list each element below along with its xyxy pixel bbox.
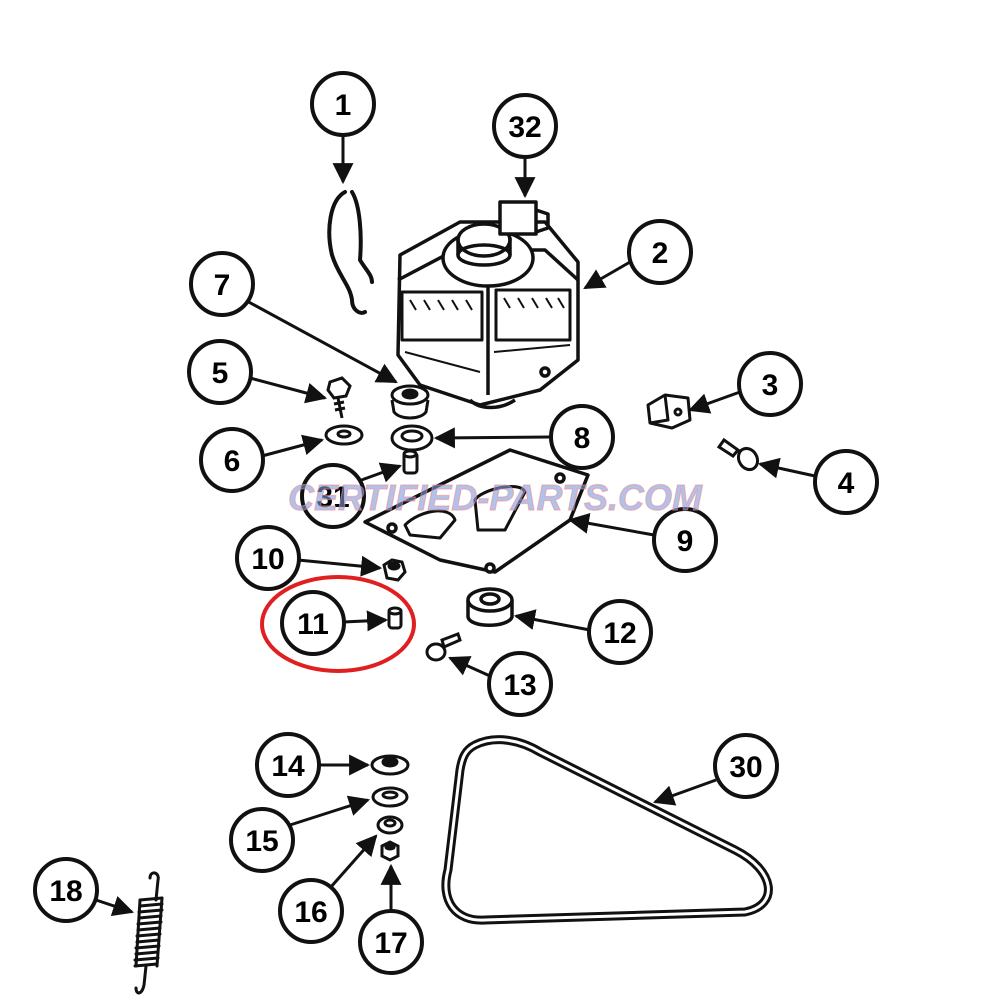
- callout-31: 31: [300, 462, 402, 529]
- callout-31-label: 31: [316, 481, 349, 514]
- part-grommet-7: [390, 384, 430, 420]
- callout-4-label: 4: [838, 467, 855, 500]
- callout-2-label: 2: [652, 237, 669, 270]
- highlight-ring: [260, 575, 416, 673]
- callout-12-label: 12: [603, 617, 636, 650]
- callout-11: 11: [280, 590, 389, 656]
- callout-group: 1 32 2 7 5 3 6: [33, 71, 879, 975]
- part-pin-11: [387, 606, 403, 630]
- callout-6: 6: [199, 427, 325, 493]
- callout-11-label: 11: [297, 608, 329, 641]
- callout-15: 15: [229, 795, 370, 873]
- part-washer-16: [376, 815, 404, 835]
- part-washer-15: [371, 786, 409, 808]
- callout-18: 18: [33, 857, 134, 923]
- callout-13: 13: [448, 651, 553, 717]
- callout-17: 17: [358, 863, 424, 975]
- part-belt-30: [441, 735, 773, 925]
- callout-5-label: 5: [212, 357, 229, 390]
- part-screw-13: [425, 632, 462, 662]
- callout-1: 1: [310, 71, 376, 185]
- callout-32-label: 32: [508, 111, 541, 144]
- callout-9-label: 9: [677, 525, 694, 558]
- callout-3: 3: [688, 351, 803, 417]
- callout-12: 12: [513, 599, 653, 665]
- callout-14-label: 14: [271, 750, 305, 783]
- part-screw-5: [326, 376, 352, 419]
- callout-6-label: 6: [224, 445, 241, 478]
- callout-30-label: 30: [729, 751, 762, 784]
- callout-4: 4: [757, 449, 879, 515]
- callout-13-label: 13: [503, 669, 536, 702]
- part-pulley-12: [466, 587, 514, 627]
- callout-8: 8: [433, 404, 615, 470]
- part-motor-2: [396, 200, 580, 410]
- callout-7-label: 7: [214, 269, 231, 302]
- watermark: CERTIFIED-PARTS.COM: [288, 477, 703, 518]
- part-screw-4: [716, 437, 760, 472]
- callout-14: 14: [255, 732, 371, 798]
- part-nut-10: [382, 558, 407, 582]
- callout-5: 5: [187, 339, 328, 405]
- callout-16-label: 16: [294, 896, 327, 929]
- callout-10-label: 10: [251, 543, 284, 576]
- callout-16: 16: [278, 834, 378, 944]
- callout-8-label: 8: [574, 422, 591, 455]
- part-bracket-3: [646, 393, 692, 430]
- part-wire-clip-1: [327, 190, 374, 315]
- callout-1-label: 1: [335, 89, 352, 122]
- callout-2: 2: [583, 219, 693, 290]
- callout-3-label: 3: [762, 369, 779, 402]
- callout-7: 7: [189, 251, 398, 384]
- part-washer-6: [324, 424, 364, 446]
- callout-10: 10: [235, 525, 383, 591]
- part-spring-18: [133, 871, 164, 995]
- callout-15-label: 15: [245, 825, 278, 858]
- callout-17-label: 17: [374, 927, 407, 960]
- part-sleeve-31: [402, 449, 419, 475]
- part-grommet-8: [390, 424, 434, 452]
- callout-18-label: 18: [49, 875, 82, 908]
- callout-30: 30: [653, 733, 779, 806]
- part-washer-14: [370, 754, 410, 776]
- callout-9: 9: [567, 507, 718, 573]
- callout-32: 32: [492, 93, 558, 199]
- part-nut-17: [380, 840, 400, 862]
